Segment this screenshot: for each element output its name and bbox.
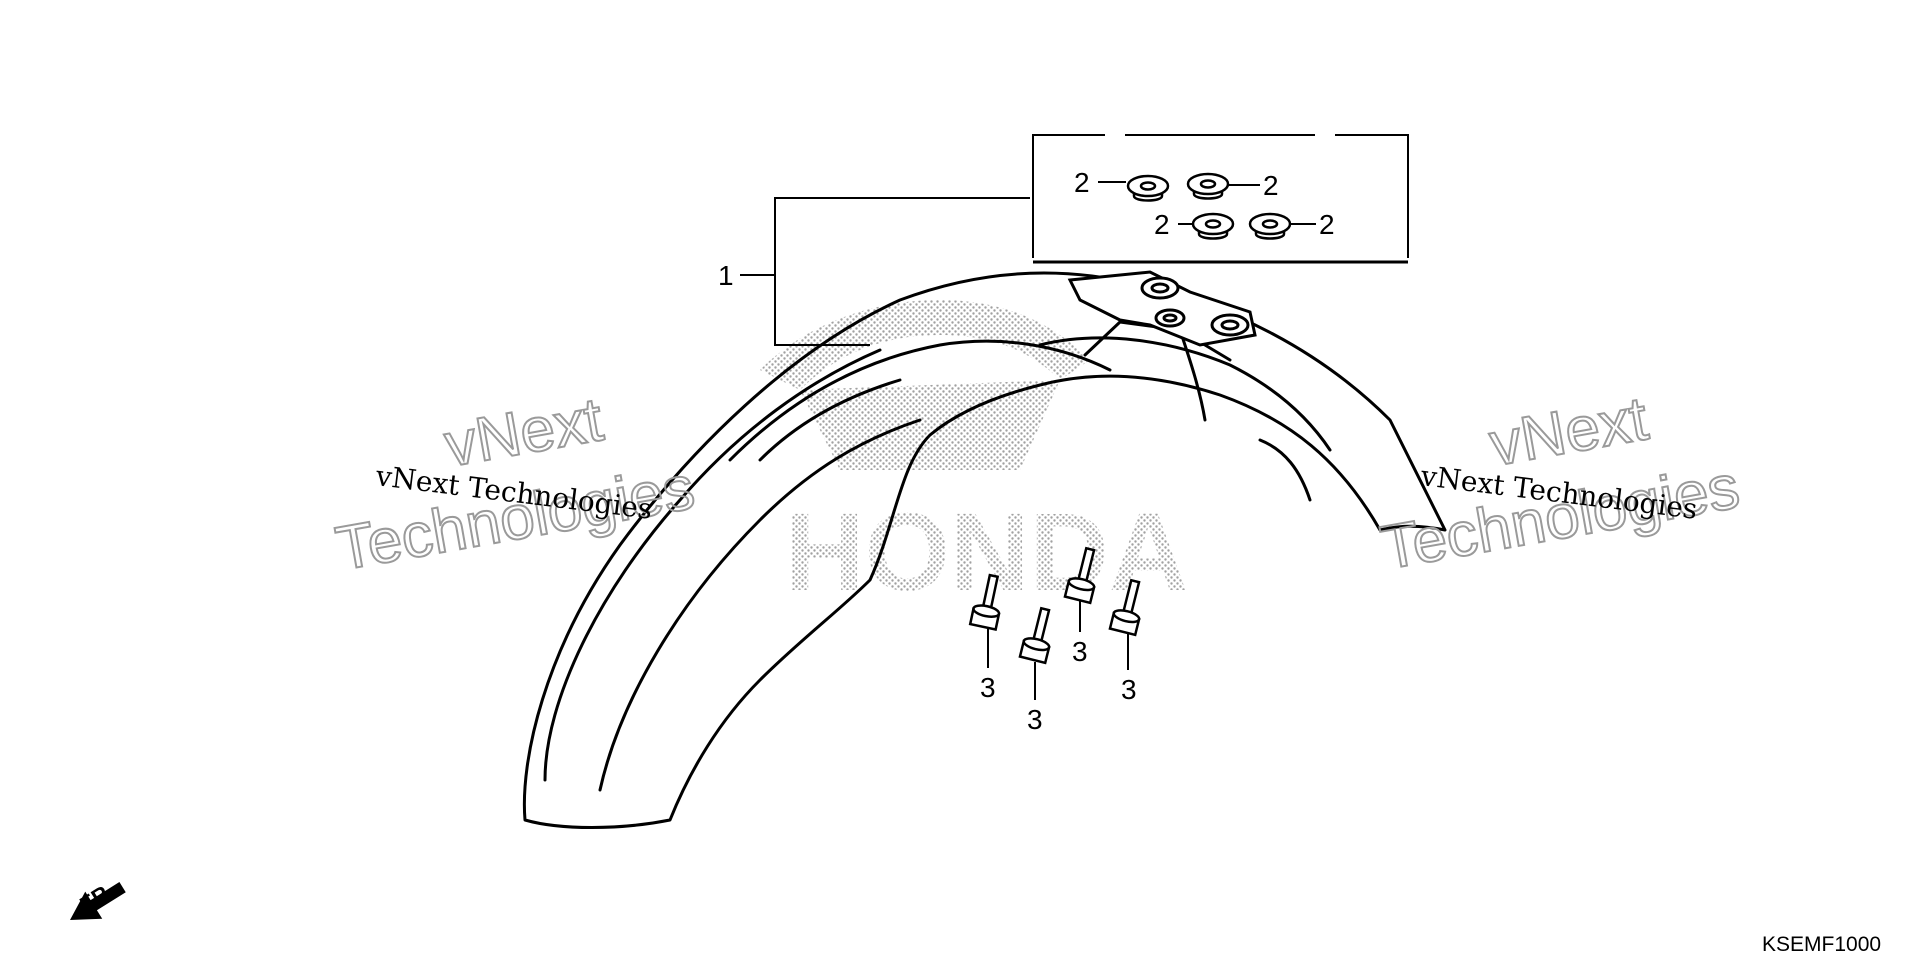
nut-parts bbox=[1126, 172, 1292, 240]
front-direction-arrow-icon bbox=[70, 882, 126, 920]
callout-nut-d: 2 bbox=[1319, 209, 1335, 240]
callout-nut-c: 2 bbox=[1154, 209, 1170, 240]
callout-nut-a: 2 bbox=[1074, 167, 1090, 198]
callout-bolt-a: 3 bbox=[980, 672, 996, 703]
watermark-left-line1: vNext bbox=[440, 385, 608, 480]
callout-bolt-b: 3 bbox=[1027, 704, 1043, 735]
bolt-parts bbox=[968, 546, 1141, 665]
callout-fender: 1 bbox=[718, 260, 734, 291]
bolt-d bbox=[1108, 578, 1141, 637]
callout-bolt-c: 3 bbox=[1072, 636, 1088, 667]
honda-logo-background: HONDA bbox=[760, 300, 1188, 614]
bolt-c bbox=[1063, 546, 1096, 605]
fender-callout-bracket bbox=[740, 197, 1030, 346]
watermark-left: vNext Technologies vNext Technologies bbox=[330, 384, 700, 585]
fender-mount-bracket bbox=[1067, 270, 1257, 347]
bolt-b bbox=[1018, 606, 1051, 665]
nut-b bbox=[1186, 172, 1230, 200]
document-code: KSEMF1000 bbox=[1762, 933, 1881, 956]
callout-bolt-d: 3 bbox=[1121, 674, 1137, 705]
nut-d bbox=[1248, 212, 1292, 240]
nut-c bbox=[1191, 212, 1235, 240]
bolt-leaders bbox=[987, 600, 1129, 700]
nut-a bbox=[1126, 174, 1170, 202]
bolt-a bbox=[968, 573, 1001, 631]
callout-nut-b: 2 bbox=[1263, 170, 1279, 201]
watermark-right-line1: vNext bbox=[1485, 384, 1653, 479]
nut-leaders bbox=[1098, 181, 1316, 225]
nut-kit-box bbox=[1032, 134, 1409, 264]
